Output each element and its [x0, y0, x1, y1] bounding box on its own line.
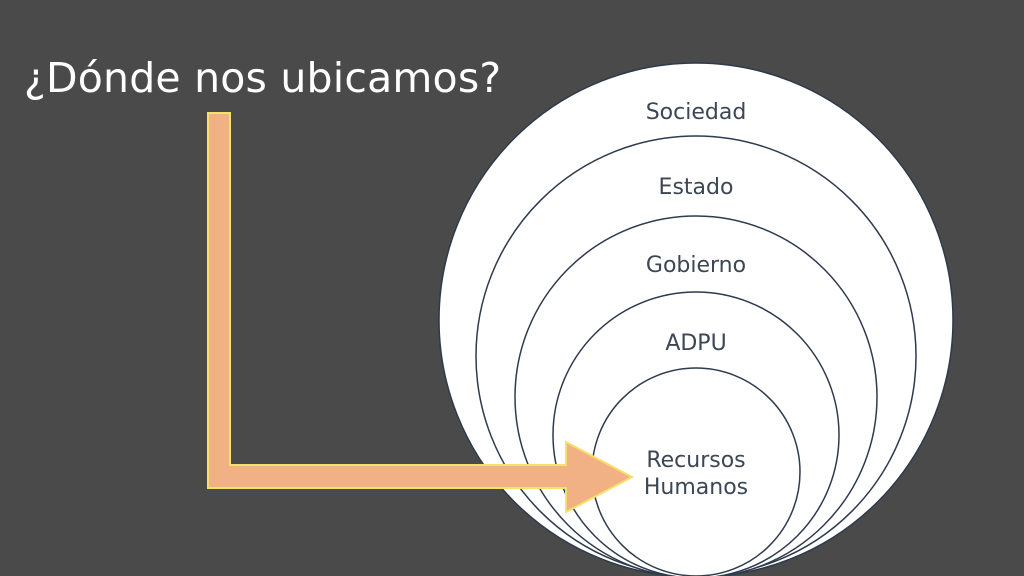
slide-title: ¿Dónde nos ubicamos?	[24, 54, 502, 102]
label-estado: Estado	[659, 175, 734, 200]
bent-arrow-icon	[207, 112, 635, 514]
label-recursos: Recursos	[646, 448, 745, 473]
label-adpu: ADPU	[665, 331, 726, 356]
label-humanos: Humanos	[644, 475, 748, 500]
label-sociedad: Sociedad	[646, 100, 747, 125]
label-gobierno: Gobierno	[646, 253, 746, 278]
